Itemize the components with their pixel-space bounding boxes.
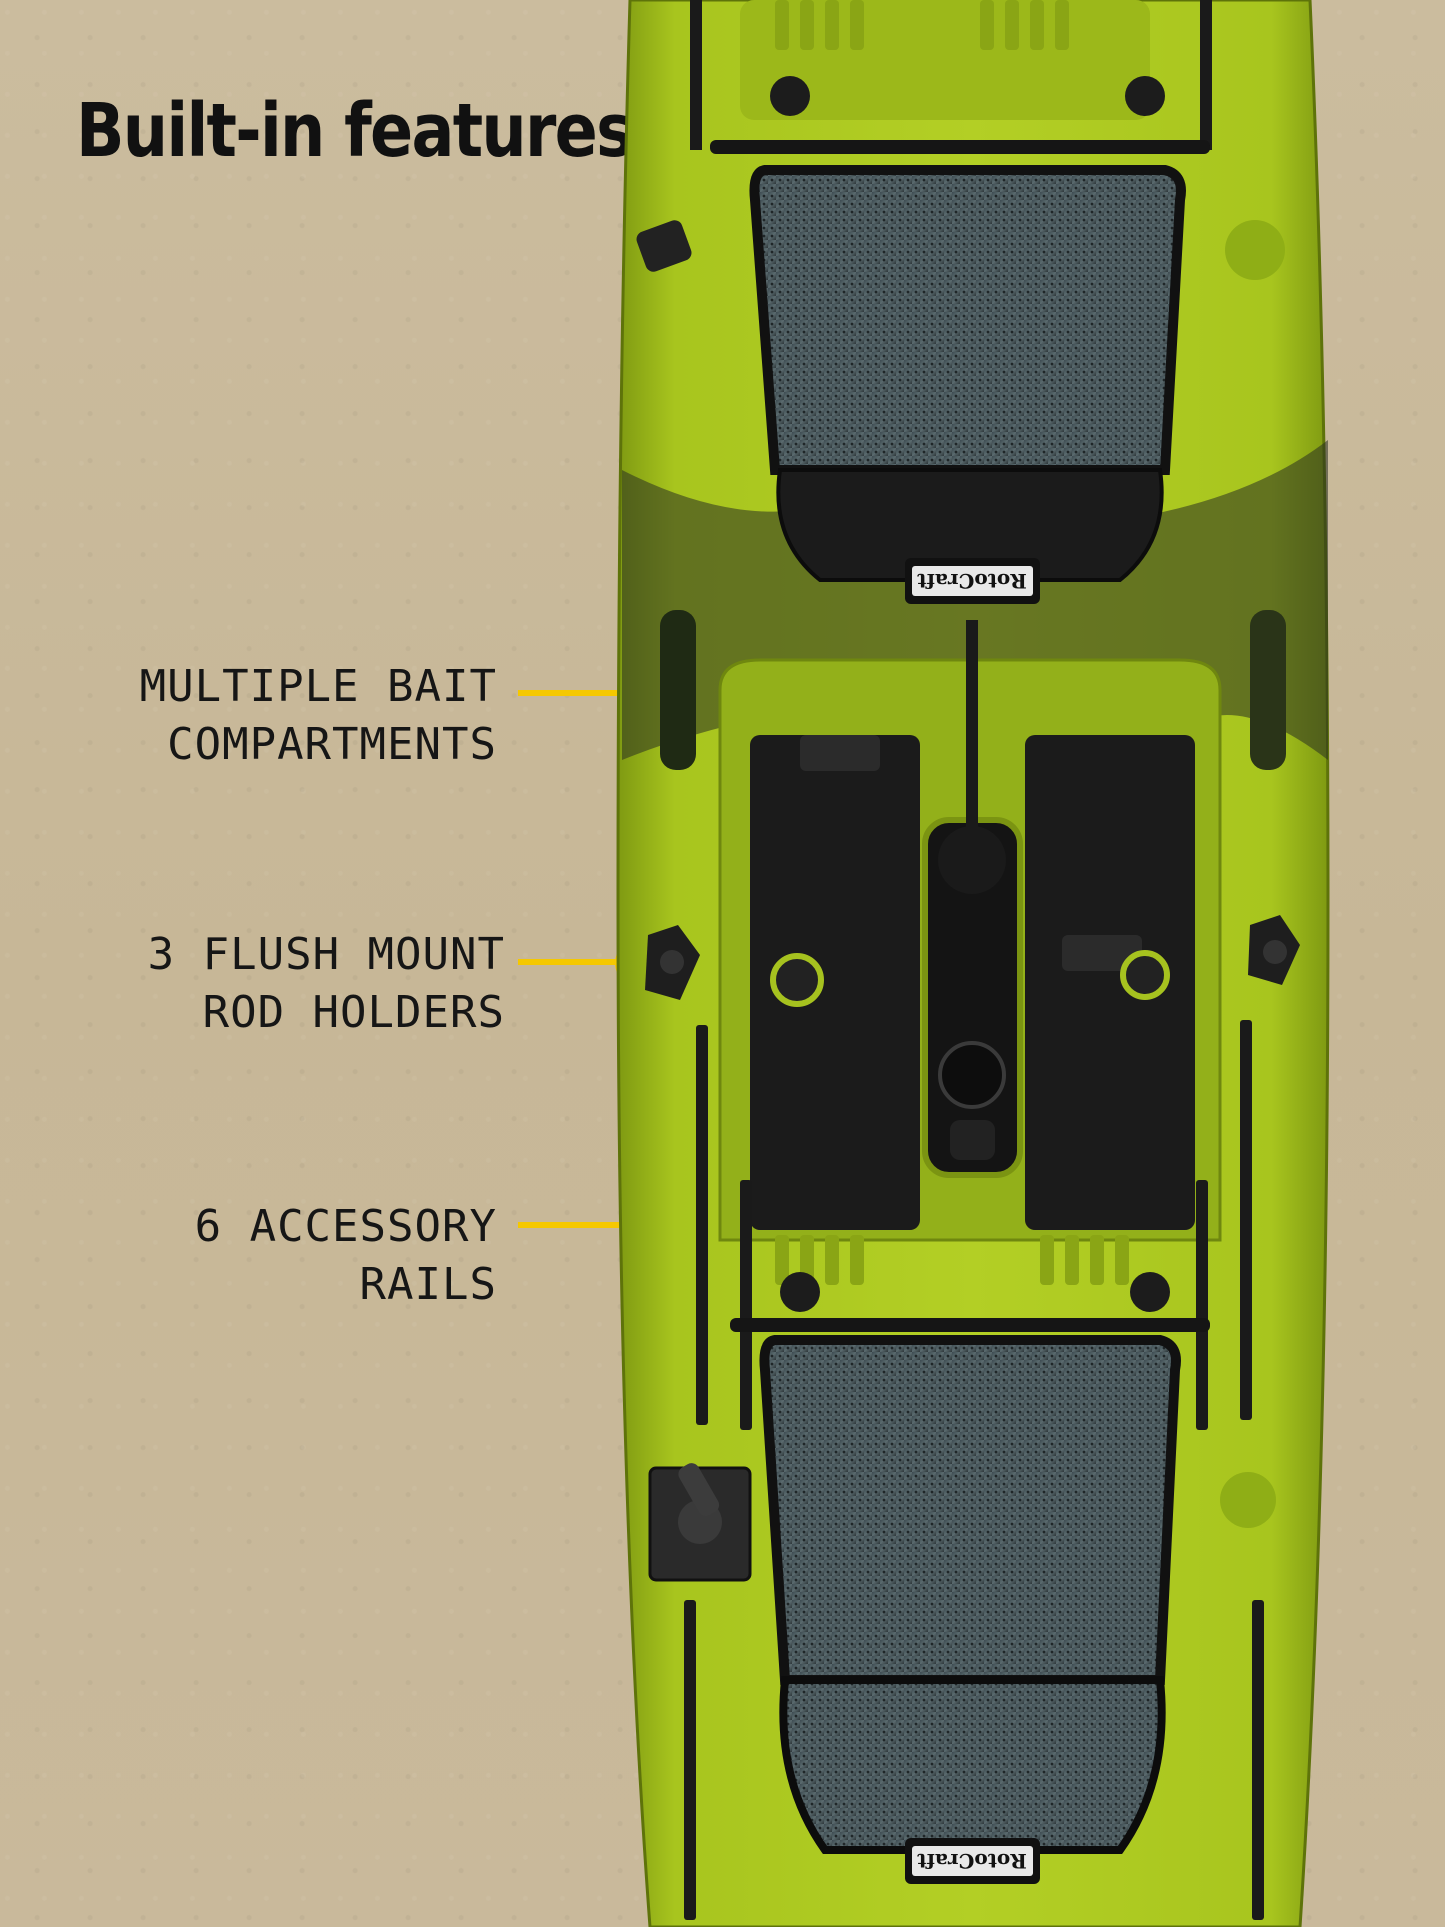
rudder-control-icon xyxy=(648,1463,752,1582)
feature-accessory-rails: 6 ACCESSORY RAILS xyxy=(195,1198,497,1314)
feature-label-line2: ROD HOLDERS xyxy=(202,987,505,1038)
brand-logo: RotoCraft xyxy=(916,569,1027,593)
feature-rod-holders: 3 FLUSH MOUNT ROD HOLDERS xyxy=(148,926,505,1042)
feature-bait-compartments: MULTIPLE BAIT COMPARTMENTS xyxy=(140,658,497,774)
front-seat: RotoCraft xyxy=(710,140,1210,604)
feature-label-line2: RAILS xyxy=(359,1259,497,1310)
brand-logo: RotoCraft xyxy=(916,1849,1027,1873)
rod-holder-icon xyxy=(645,915,1300,1000)
callout-line xyxy=(518,1222,678,1228)
callout-line xyxy=(518,690,658,696)
page-title: Built-in features xyxy=(76,88,634,174)
rear-seat: RotoCraft xyxy=(730,1318,1210,1884)
footwell xyxy=(718,620,1222,1242)
bait-compartment xyxy=(660,610,1286,770)
accessory-rail xyxy=(684,1020,1264,1920)
rear-deck-ribs xyxy=(775,1235,1170,1312)
kayak-image: RotoCraft xyxy=(616,0,1330,1927)
feature-label-line1: 6 ACCESSORY xyxy=(194,1201,497,1252)
feature-label-line1: MULTIPLE BAIT xyxy=(139,661,497,712)
feature-label-line1: 3 FLUSH MOUNT xyxy=(147,929,505,980)
feature-label-line2: COMPARTMENTS xyxy=(167,719,497,770)
callout-line xyxy=(518,959,628,965)
front-deck xyxy=(690,0,1212,150)
